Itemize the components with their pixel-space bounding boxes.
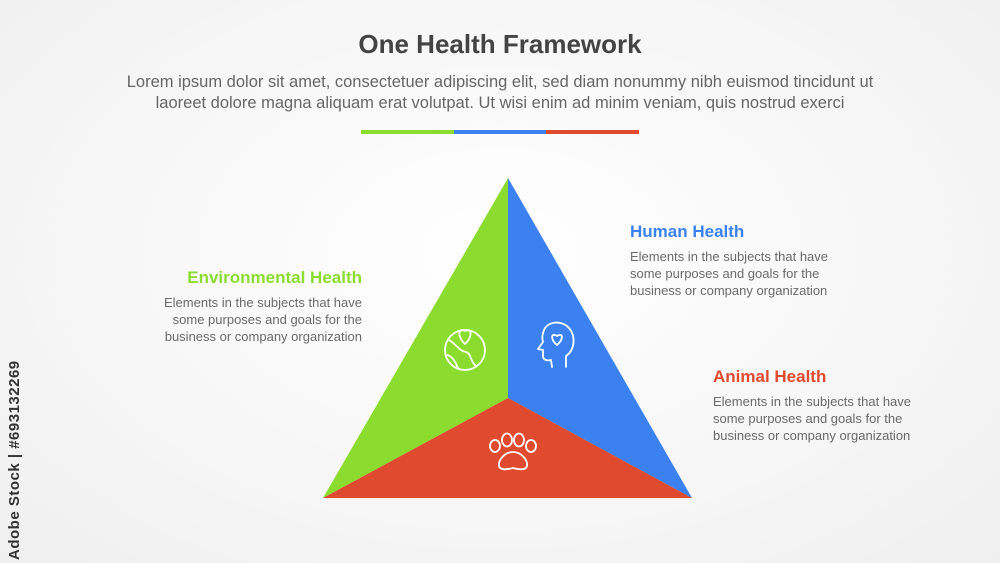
animal-segment — [323, 398, 692, 498]
color-divider — [361, 130, 640, 134]
subtitle-line: laoreet dolore magna aliquam erat volutp… — [155, 94, 845, 112]
human-health-heading: Human Health — [630, 222, 745, 241]
subtitle-line: Lorem ipsum dolor sit amet, consectetuer… — [126, 73, 874, 91]
animal-health-block: Animal Health Elements in the subjects t… — [713, 367, 973, 444]
description-line: business or company organization — [164, 329, 362, 344]
head-heart-icon — [537, 321, 575, 368]
human-health-block: Human Health Elements in the subjects th… — [630, 222, 890, 299]
paw-icon — [489, 432, 537, 471]
environmental-segment — [323, 178, 508, 498]
description-line: business or company organization — [630, 283, 828, 298]
human-health-description: Elements in the subjects that have some … — [630, 248, 890, 299]
divider-blue — [453, 130, 547, 134]
description-line: Elements in the subjects that have — [713, 394, 912, 409]
description-line: Elements in the subjects that have — [163, 295, 362, 310]
environmental-health-description: Elements in the subjects that have some … — [100, 294, 362, 345]
description-line: some purposes and goals for the — [713, 411, 903, 426]
divider-red — [546, 130, 640, 134]
description-line: some purposes and goals for the — [172, 312, 362, 327]
earth-heart-icon — [444, 329, 486, 371]
description-line: Elements in the subjects that have — [630, 249, 829, 264]
description-line: some purposes and goals for the — [630, 266, 820, 281]
stock-watermark: Adobe Stock | #693132269 — [6, 360, 23, 560]
animal-health-description: Elements in the subjects that have some … — [713, 393, 973, 444]
page-title: One Health Framework — [358, 29, 642, 59]
animal-health-heading: Animal Health — [713, 367, 827, 386]
environmental-health-block: Environmental Health Elements in the sub… — [100, 268, 362, 345]
environmental-health-heading: Environmental Health — [187, 268, 362, 287]
divider-green — [361, 130, 454, 134]
page-subtitle: Lorem ipsum dolor sit amet, consectetuer… — [70, 72, 930, 114]
human-segment — [508, 178, 692, 498]
description-line: business or company organization — [713, 428, 911, 443]
